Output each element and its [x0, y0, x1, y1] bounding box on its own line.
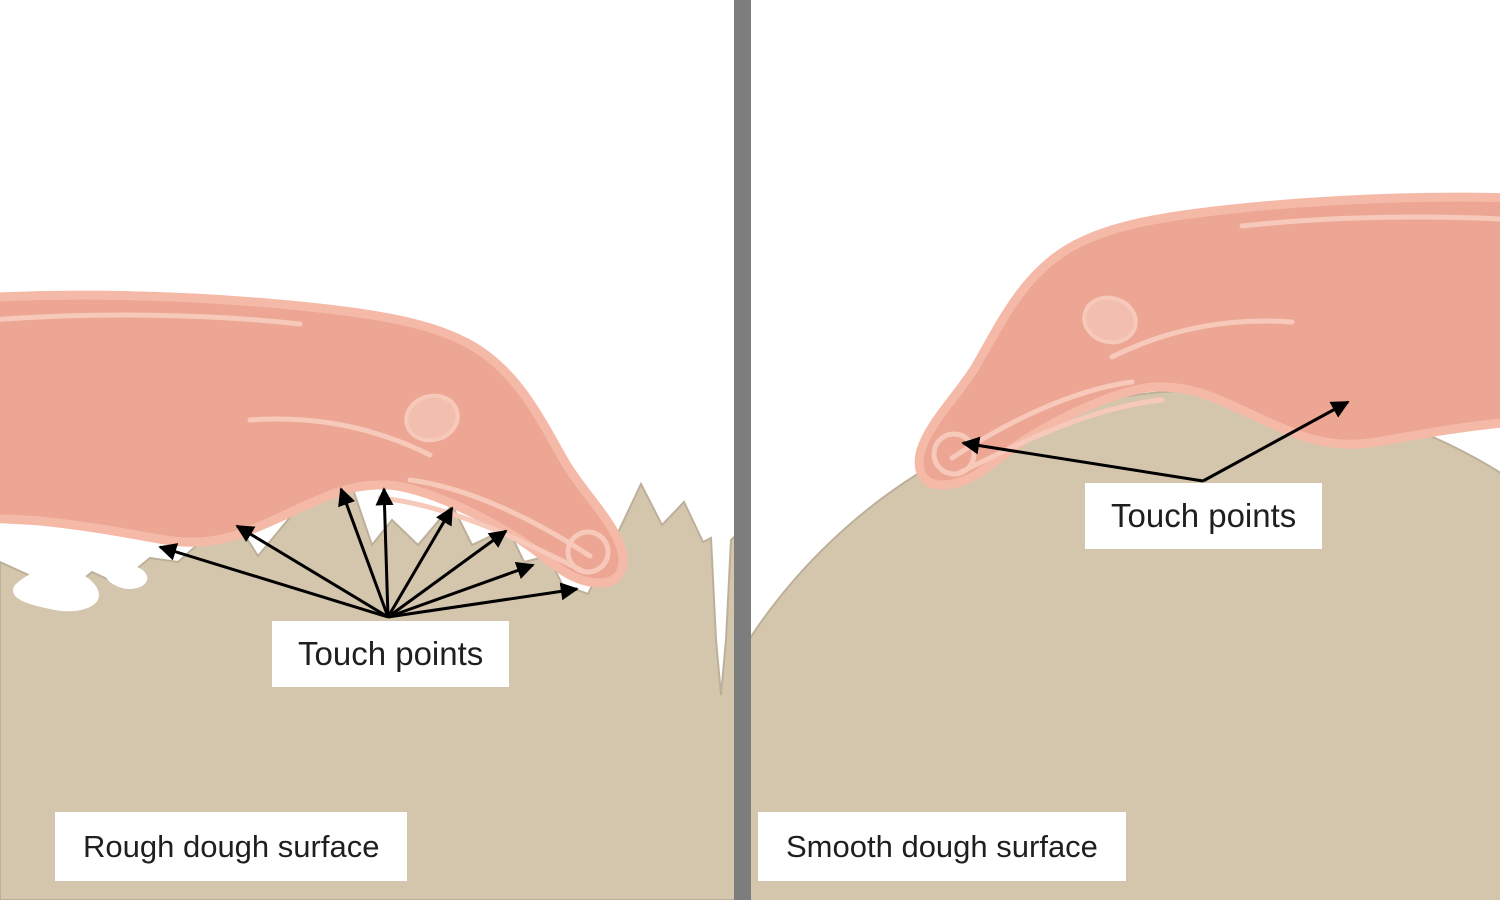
dough-tear-blob: [106, 565, 148, 590]
arrow-line: [338, 487, 390, 618]
arrow-line: [386, 506, 454, 618]
touch-points-label-right: Touch points: [1085, 483, 1323, 549]
arrow-line: [961, 436, 1204, 483]
caption-smooth-dough-surface: Smooth dough surface: [758, 812, 1126, 881]
arrow-line: [387, 529, 508, 619]
arrow-line: [235, 524, 389, 619]
arrow-line: [1202, 400, 1350, 483]
arrow-line: [387, 582, 579, 619]
caption-rough-dough-surface: Rough dough surface: [55, 812, 408, 881]
touch-points-label-left: Touch points: [272, 621, 510, 687]
arrow-line: [375, 487, 394, 618]
panel-divider: [734, 0, 751, 900]
arrow-line: [387, 561, 535, 619]
dough-tear-blob: [13, 568, 100, 612]
touch-point-arrows-left: [158, 487, 579, 619]
arrow-line: [158, 543, 389, 619]
touch-point-arrows-right: [961, 400, 1350, 483]
